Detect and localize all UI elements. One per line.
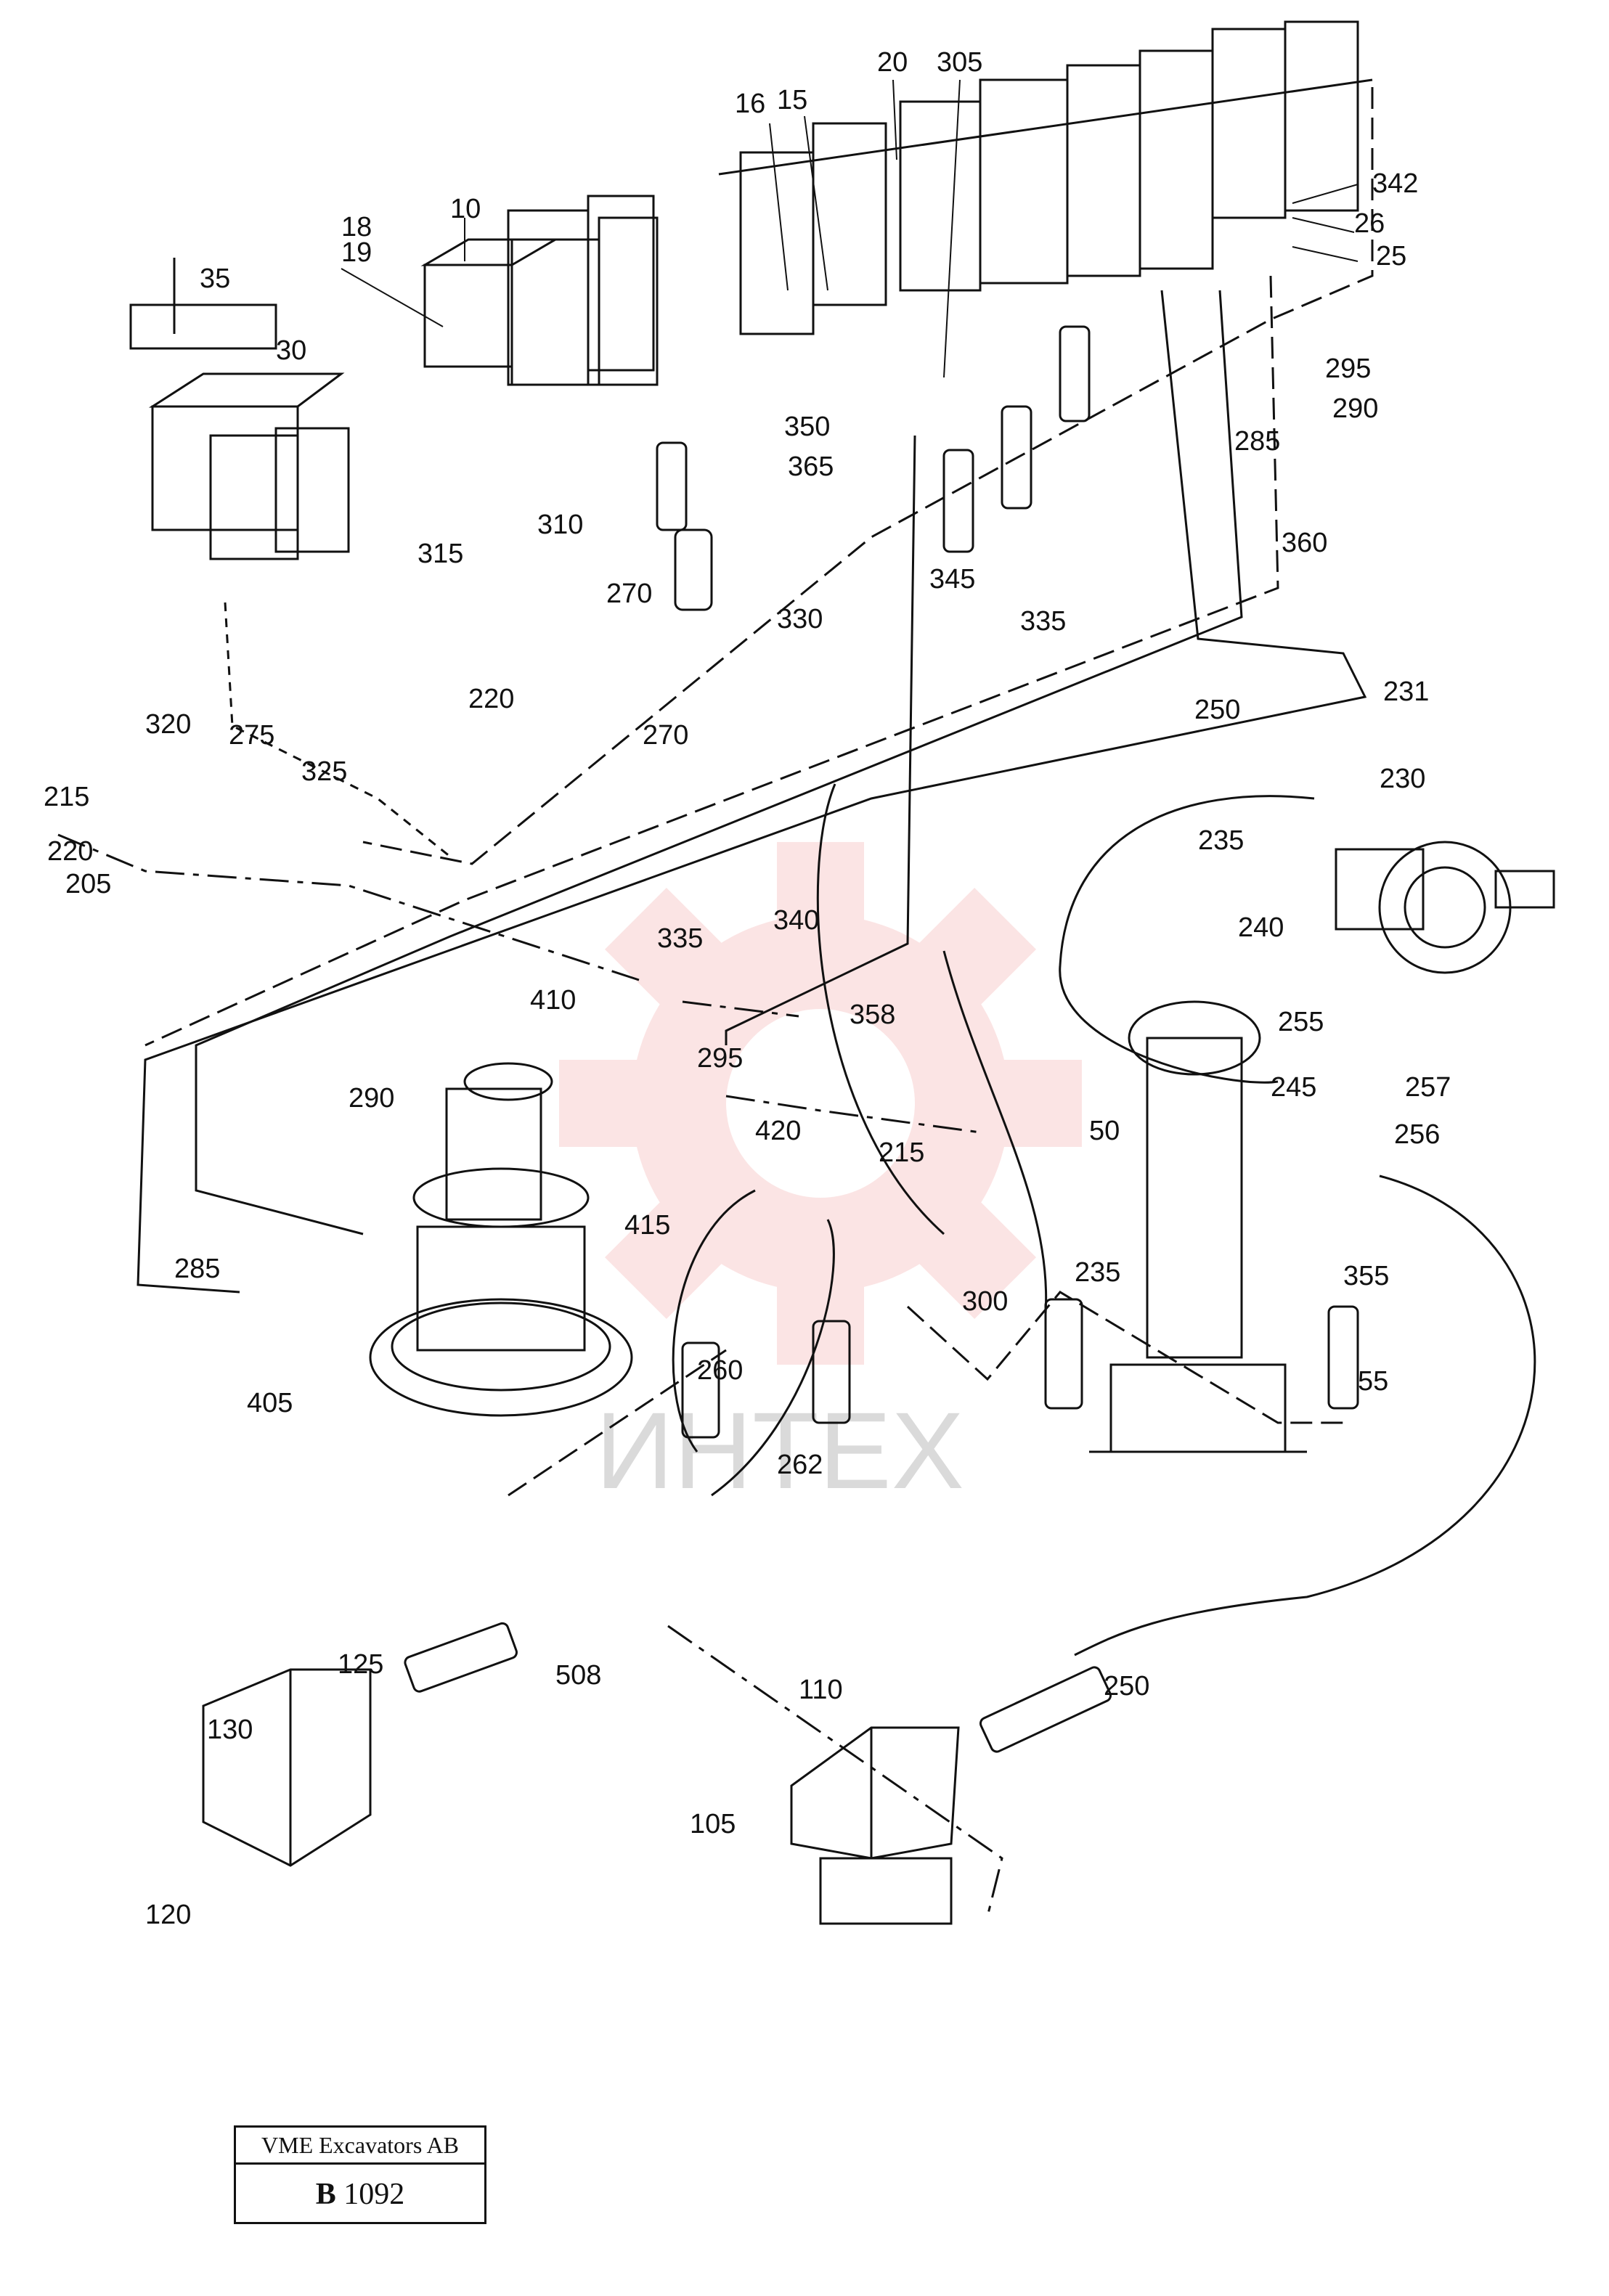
part-label-10: 10 bbox=[450, 194, 481, 224]
part-label-110: 110 bbox=[799, 1675, 843, 1705]
part-label-30: 30 bbox=[276, 335, 306, 366]
part-label-415: 415 bbox=[624, 1210, 670, 1241]
part-label-215: 215 bbox=[879, 1137, 924, 1168]
part-label-340: 340 bbox=[773, 905, 819, 936]
part-label-335: 335 bbox=[657, 923, 703, 954]
part-label-365: 365 bbox=[788, 452, 834, 482]
part-label-260: 260 bbox=[697, 1355, 743, 1386]
part-label-235: 235 bbox=[1198, 825, 1244, 856]
part-label-231: 231 bbox=[1383, 677, 1429, 707]
watermark-text: ИНТЕХ bbox=[595, 1389, 964, 1511]
part-label-16: 16 bbox=[735, 89, 765, 119]
hose-fittings bbox=[404, 325, 1359, 1753]
part-label-300: 300 bbox=[962, 1286, 1008, 1317]
part-label-205: 205 bbox=[65, 869, 111, 899]
part-label-320: 320 bbox=[145, 709, 191, 740]
part-label-220: 220 bbox=[47, 836, 93, 867]
part-label-125: 125 bbox=[338, 1649, 383, 1680]
part-label-325: 325 bbox=[301, 756, 347, 787]
drawing-number-value: 1092 bbox=[343, 2178, 405, 2211]
part-label-105: 105 bbox=[690, 1809, 736, 1839]
part-label-405: 405 bbox=[247, 1388, 293, 1418]
pilot-block-30 bbox=[129, 258, 350, 560]
part-label-285: 285 bbox=[174, 1254, 220, 1284]
part-label-295: 295 bbox=[697, 1043, 743, 1074]
part-label-240: 240 bbox=[1238, 912, 1284, 943]
part-label-290: 290 bbox=[1332, 393, 1378, 424]
part-label-310: 310 bbox=[537, 510, 583, 540]
valve-bank bbox=[420, 20, 1373, 386]
company-name: VME Excavators AB bbox=[236, 2128, 484, 2165]
part-label-355: 355 bbox=[1343, 1261, 1389, 1291]
block-105 bbox=[790, 1726, 960, 1925]
part-label-290: 290 bbox=[349, 1083, 394, 1114]
part-label-508: 508 bbox=[555, 1660, 601, 1691]
drawing-lines bbox=[57, 20, 1555, 1925]
part-label-410: 410 bbox=[530, 985, 576, 1016]
part-label-256: 256 bbox=[1394, 1119, 1440, 1150]
part-label-285: 285 bbox=[1234, 426, 1280, 457]
part-label-35: 35 bbox=[200, 263, 230, 294]
pump-230 bbox=[1335, 841, 1555, 974]
part-label-295: 295 bbox=[1325, 354, 1371, 384]
part-label-25: 25 bbox=[1376, 241, 1406, 271]
part-label-230: 230 bbox=[1380, 764, 1425, 794]
part-label-270: 270 bbox=[643, 720, 688, 751]
part-label-245: 245 bbox=[1271, 1072, 1316, 1103]
block-120 bbox=[202, 1668, 372, 1867]
part-label-305: 305 bbox=[937, 47, 982, 78]
watermark-gear-icon bbox=[559, 842, 1082, 1365]
part-label-19: 19 bbox=[341, 237, 372, 268]
part-label-345: 345 bbox=[929, 564, 975, 595]
part-label-342: 342 bbox=[1372, 168, 1418, 199]
part-label-270: 270 bbox=[606, 579, 652, 609]
part-label-215: 215 bbox=[44, 782, 89, 812]
part-label-350: 350 bbox=[784, 412, 830, 442]
drawing-number: B 1092 bbox=[236, 2165, 484, 2224]
part-label-250: 250 bbox=[1104, 1671, 1149, 1701]
part-label-130: 130 bbox=[207, 1715, 253, 1745]
part-label-26: 26 bbox=[1354, 208, 1385, 239]
part-label-20: 20 bbox=[877, 47, 908, 78]
filter-housing-50 bbox=[1089, 1000, 1307, 1453]
part-label-15: 15 bbox=[777, 85, 807, 115]
drawing-prefix: B bbox=[315, 2178, 336, 2211]
part-label-18: 18 bbox=[341, 212, 372, 242]
part-label-255: 255 bbox=[1278, 1007, 1324, 1037]
part-label-55: 55 bbox=[1358, 1366, 1388, 1397]
title-block: VME Excavators AB B 1092 bbox=[234, 2125, 486, 2224]
part-label-220: 220 bbox=[468, 684, 514, 714]
part-label-330: 330 bbox=[777, 604, 823, 634]
part-label-250: 250 bbox=[1194, 695, 1240, 725]
part-label-235: 235 bbox=[1075, 1257, 1120, 1288]
part-label-262: 262 bbox=[777, 1450, 823, 1480]
part-label-335: 335 bbox=[1020, 606, 1066, 637]
part-label-50: 50 bbox=[1089, 1116, 1120, 1146]
swivel-assembly bbox=[369, 1062, 633, 1417]
part-label-120: 120 bbox=[145, 1900, 191, 1930]
part-label-275: 275 bbox=[229, 720, 274, 751]
part-label-257: 257 bbox=[1405, 1072, 1451, 1103]
part-label-315: 315 bbox=[417, 539, 463, 569]
hose-runs bbox=[57, 87, 1536, 1917]
part-label-420: 420 bbox=[755, 1116, 801, 1146]
part-label-360: 360 bbox=[1282, 528, 1327, 558]
leader-lines bbox=[341, 79, 1359, 378]
part-label-358: 358 bbox=[850, 1000, 895, 1030]
